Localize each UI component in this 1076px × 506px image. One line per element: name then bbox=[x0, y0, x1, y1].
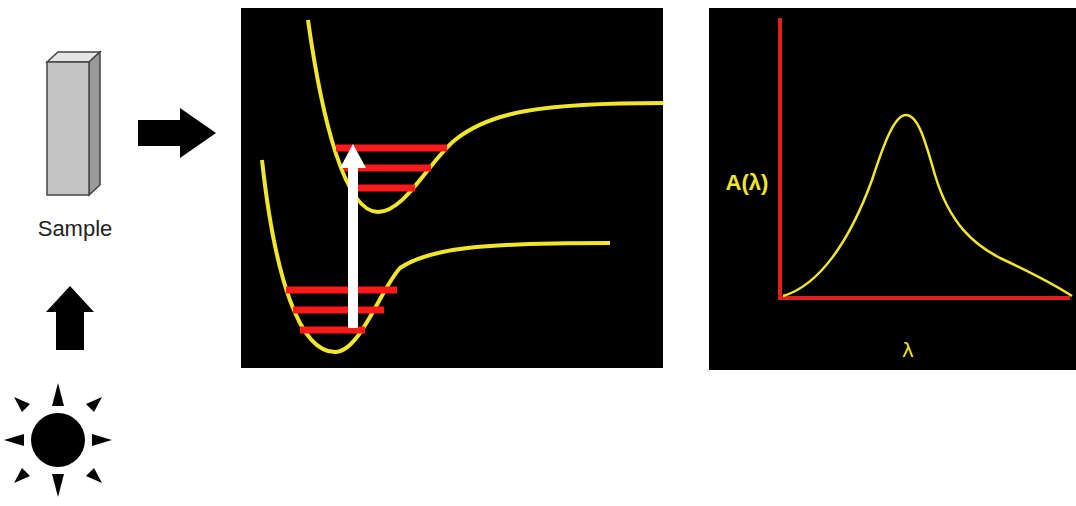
sample-cuvette bbox=[47, 52, 100, 195]
arrow-up bbox=[46, 286, 94, 350]
sun-icon bbox=[4, 383, 112, 497]
vibrational-levels bbox=[286, 148, 447, 330]
sample-label: Sample bbox=[38, 218, 113, 240]
axes bbox=[778, 18, 1070, 300]
transition-arrow bbox=[340, 144, 366, 328]
absorption-band bbox=[783, 115, 1072, 296]
spectrum-panel bbox=[709, 8, 1076, 370]
arrow-right bbox=[138, 108, 216, 158]
axis-label: A(λ) bbox=[726, 172, 769, 194]
energy-panel bbox=[241, 8, 663, 368]
potential-curves bbox=[262, 20, 663, 352]
axis-label: λ bbox=[902, 340, 914, 360]
